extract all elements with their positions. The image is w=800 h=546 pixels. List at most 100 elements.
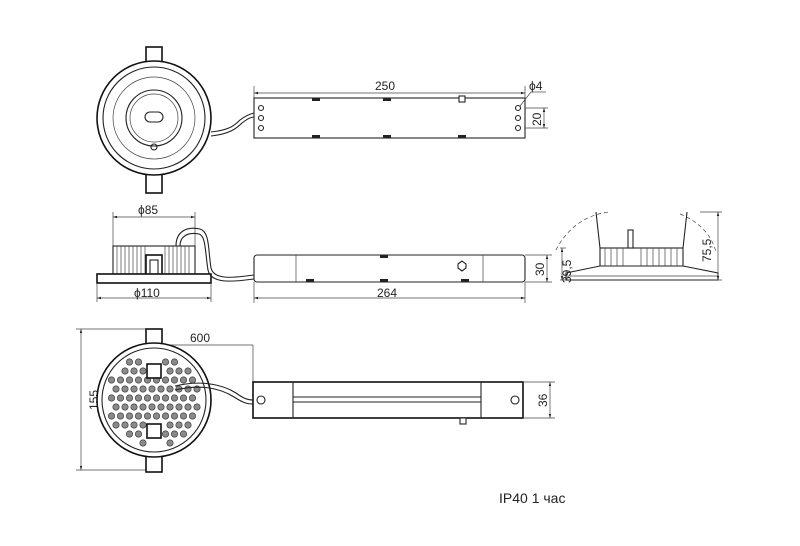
dim-height-39-5: 39,5 [560,259,574,283]
section-fins [604,248,678,268]
led-dot [117,376,125,384]
top-cable [210,112,255,133]
dim-hole: ϕ4 [529,79,543,93]
led-dot [157,385,165,393]
led-dot [135,412,143,420]
section-heatsink [599,247,684,269]
led-dot [144,394,152,402]
led-dot [166,385,174,393]
led-dot [108,376,116,384]
led-dot [139,367,147,375]
dim-side-height: 30 [533,262,547,276]
dim-diameter-85: ϕ85 [138,203,158,217]
side-driver-box [253,254,526,283]
dim-height-75-5: 75,5 [700,238,714,262]
heatsink-fins [116,246,190,274]
led-dot [162,430,170,438]
led-dot [139,385,147,393]
led-dot [189,376,197,384]
led-dot [139,421,147,429]
dim-side-length: 264 [377,286,397,300]
led-dot [135,430,143,438]
led-dot [171,412,179,420]
led-dot [166,403,174,411]
led-dot [189,412,197,420]
led-dot [117,394,125,402]
led-dot [121,385,129,393]
led-dot [135,394,143,402]
led-dot [108,394,116,402]
led-dot [126,430,134,438]
led-dot [139,403,147,411]
bottom-driver-box [252,381,524,419]
led-grid [108,358,201,447]
led-dot [108,412,116,420]
dim-bottom-height: 36 [536,393,550,407]
caption: IP40 1 час [499,490,566,506]
led-dot [148,403,156,411]
side-view: ϕ85 ϕ110 [96,203,552,303]
led-dot [180,412,188,420]
led-dot [162,358,170,366]
dim-top-height: 20 [530,112,544,126]
led-dot [121,367,129,375]
top-center-slot [144,111,164,123]
led-dot [171,394,179,402]
led-dot [130,421,138,429]
section-trim [565,265,719,281]
led-dot [117,412,125,420]
dim-cable-length: 600 [190,331,210,345]
led-dot [126,412,134,420]
led-dot [180,376,188,384]
led-dot [153,394,161,402]
led-dot [184,385,192,393]
led-dot [166,421,174,429]
side-cable [175,227,255,278]
dim-top-length: 250 [375,79,395,93]
bottom-cable [174,382,254,401]
led-dot [166,367,174,375]
led-dot [193,403,201,411]
led-dot [135,358,143,366]
led-dot [184,367,192,375]
top-outer-ring [96,60,212,176]
led-dot [184,403,192,411]
led-dot [135,376,143,384]
led-dot [130,385,138,393]
led-dot [139,439,147,447]
led-dot [180,394,188,402]
section-view: 39,5 75,5 [555,211,722,283]
top-view: 250 ϕ4 20 [96,46,548,194]
led-dot [112,403,120,411]
led-dot [189,394,197,402]
led-dot [130,403,138,411]
led-dot [130,367,138,375]
led-dot [153,412,161,420]
led-dot [171,376,179,384]
led-dot [166,439,174,447]
led-dot [184,421,192,429]
led-dot [162,376,170,384]
led-dot [126,394,134,402]
bottom-view: 155 600 36 [76,328,555,473]
led-dot [180,430,188,438]
led-dot [175,403,183,411]
led-dot [175,367,183,375]
led-dot [121,403,129,411]
led-dot [162,394,170,402]
led-dot [171,358,179,366]
led-dot [175,421,183,429]
led-dot [144,412,152,420]
led-dot [121,421,129,429]
top-driver-box [253,97,526,139]
led-dot [112,385,120,393]
led-dot [157,403,165,411]
led-dot [162,412,170,420]
led-dot [171,430,179,438]
led-dot [112,421,120,429]
side-trim [96,273,212,284]
led-dot [148,385,156,393]
led-dot [126,376,134,384]
dim-diameter-110: ϕ110 [134,286,160,300]
